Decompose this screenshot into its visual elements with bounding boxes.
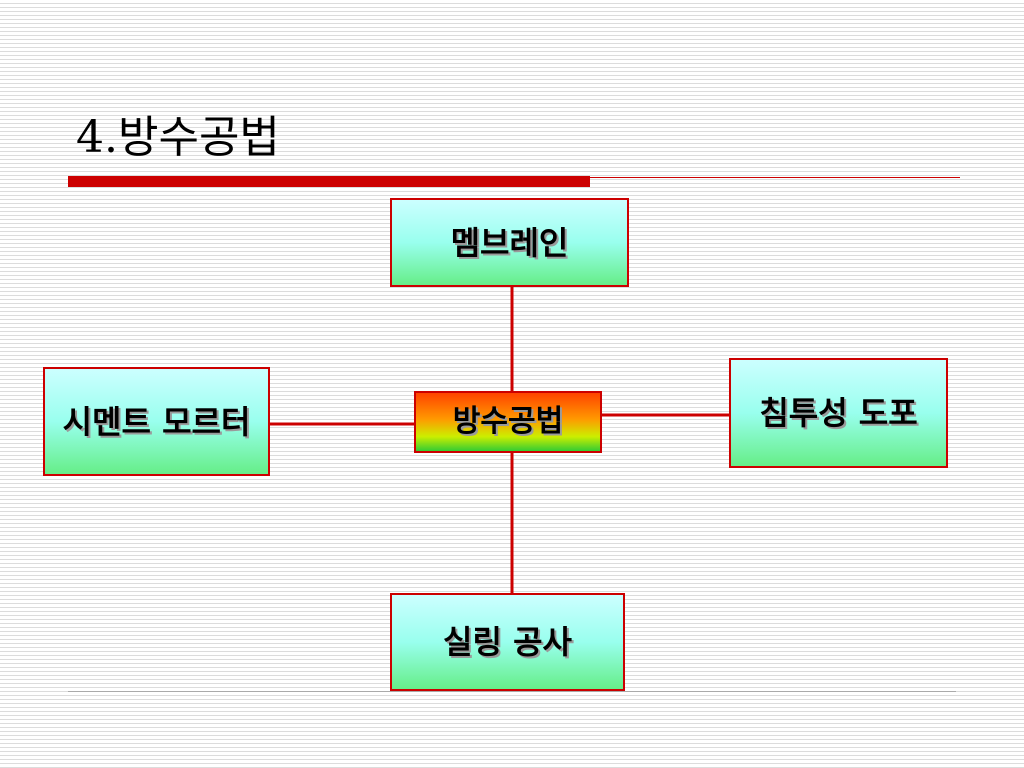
node-membrane: 멤브레인 — [390, 198, 629, 287]
node-penetrating-coating: 침투성 도포 — [729, 358, 948, 468]
title-underline-thick — [68, 176, 590, 187]
node-sealing-work: 실링 공사 — [390, 593, 625, 691]
node-sealing-work-label: 실링 공사 — [443, 623, 572, 661]
node-waterproofing-method: 방수공법 — [414, 391, 602, 453]
node-cement-mortar: 시멘트 모르터 — [43, 367, 270, 476]
title-underline-thin — [590, 177, 960, 178]
node-waterproofing-method-label: 방수공법 — [452, 404, 564, 439]
node-membrane-label: 멤브레인 — [450, 223, 569, 262]
slide-title: 4.방수공법 — [76, 112, 280, 163]
node-cement-mortar-label: 시멘트 모르터 — [62, 402, 251, 441]
footer-rule — [68, 691, 956, 692]
node-penetrating-coating-label: 침투성 도포 — [759, 394, 918, 432]
